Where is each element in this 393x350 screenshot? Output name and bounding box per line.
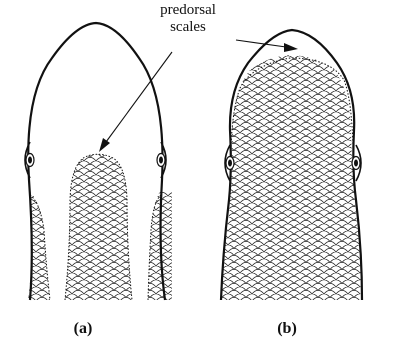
panel-label-b: (b) [257, 320, 317, 338]
panel-b-head [221, 30, 362, 300]
panel-label-a: (a) [53, 320, 113, 338]
panel-a-head [24, 23, 172, 300]
panel-b-scale-area [222, 55, 361, 300]
callout-label-line1: predorsal [138, 3, 238, 18]
callout-label-line2: scales [138, 20, 238, 35]
panel-a-scale-area [24, 154, 172, 300]
